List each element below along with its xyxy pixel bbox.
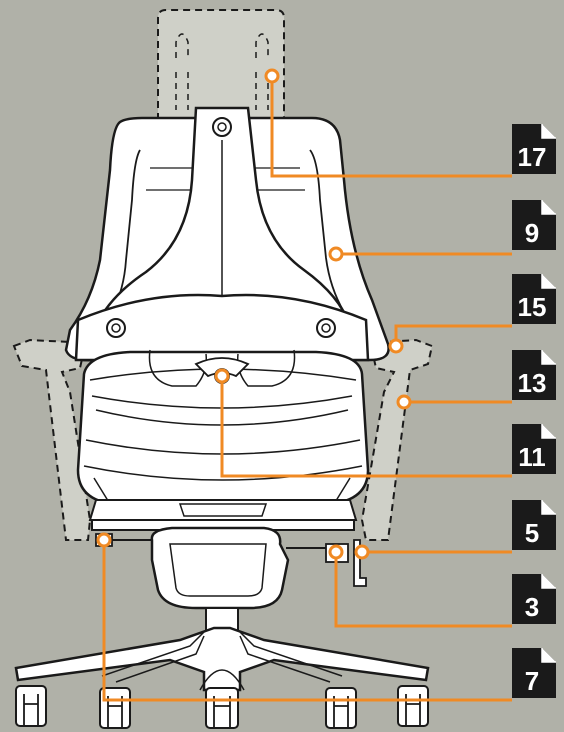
headrest-outline xyxy=(157,9,285,121)
callout-line-17 xyxy=(270,76,512,178)
callout-dot-13 xyxy=(396,394,412,410)
callout-line-3 xyxy=(334,552,512,628)
badge-17: 17 xyxy=(511,123,557,175)
badge-15: 15 xyxy=(511,273,557,325)
callout-dot-11 xyxy=(214,368,230,384)
badge-7: 7 xyxy=(511,647,557,699)
caster-1 xyxy=(15,685,47,727)
badge-9: 9 xyxy=(511,199,557,251)
caster-4 xyxy=(325,687,357,729)
callout-line-11 xyxy=(220,376,512,478)
badge-5-label: 5 xyxy=(525,518,539,548)
badge-3-label: 3 xyxy=(525,592,539,622)
callout-dot-17 xyxy=(264,68,280,84)
badge-13: 13 xyxy=(511,349,557,401)
callout-dot-3 xyxy=(328,544,344,560)
left-armrest xyxy=(12,338,92,541)
chair-mechanism xyxy=(95,526,367,635)
caster-2 xyxy=(99,687,131,729)
callout-badges: 17 9 15 13 11 5 3 7 xyxy=(511,123,557,699)
caster-3 xyxy=(205,687,239,729)
callout-dot-7 xyxy=(96,532,112,548)
badge-9-label: 9 xyxy=(525,218,539,248)
badge-15-label: 15 xyxy=(518,292,547,322)
callout-dot-15 xyxy=(388,338,404,354)
callout-dot-9 xyxy=(328,246,344,262)
callout-dot-5 xyxy=(354,544,370,560)
callout-lines xyxy=(96,68,512,702)
badge-13-label: 13 xyxy=(518,368,547,398)
caster-5 xyxy=(397,685,429,727)
casters xyxy=(15,685,429,729)
right-armrest xyxy=(360,338,434,541)
badge-3: 3 xyxy=(511,573,557,625)
seat-underframe xyxy=(88,499,358,531)
chair-base xyxy=(14,626,430,692)
callout-line-7 xyxy=(102,540,512,702)
badge-11-label: 11 xyxy=(518,442,546,472)
backrest xyxy=(64,106,390,362)
badge-7-label: 7 xyxy=(525,666,539,696)
badge-5: 5 xyxy=(511,499,557,551)
badge-11: 11 xyxy=(511,423,557,475)
badge-17-label: 17 xyxy=(518,142,547,172)
